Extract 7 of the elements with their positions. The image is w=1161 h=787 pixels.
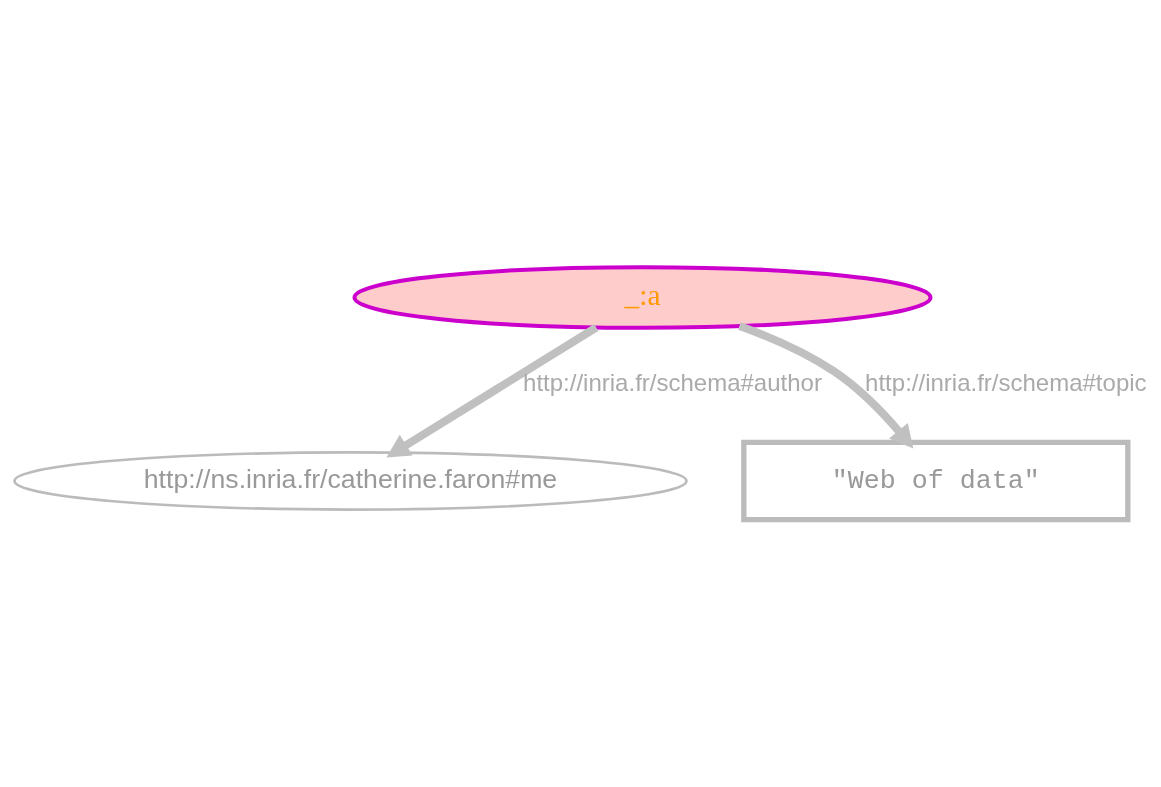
node-ellipse: http://ns.inria.fr/catherine.faron#me xyxy=(13,451,688,511)
arrow xyxy=(386,324,599,458)
node-ellipse: _:a xyxy=(352,265,933,330)
node-box: "Web of data" xyxy=(741,439,1131,523)
arrow xyxy=(738,322,914,449)
edge-label: http://inria.fr/schema#author xyxy=(523,368,822,396)
edge-label: http://inria.fr/schema#topic xyxy=(865,368,1147,396)
